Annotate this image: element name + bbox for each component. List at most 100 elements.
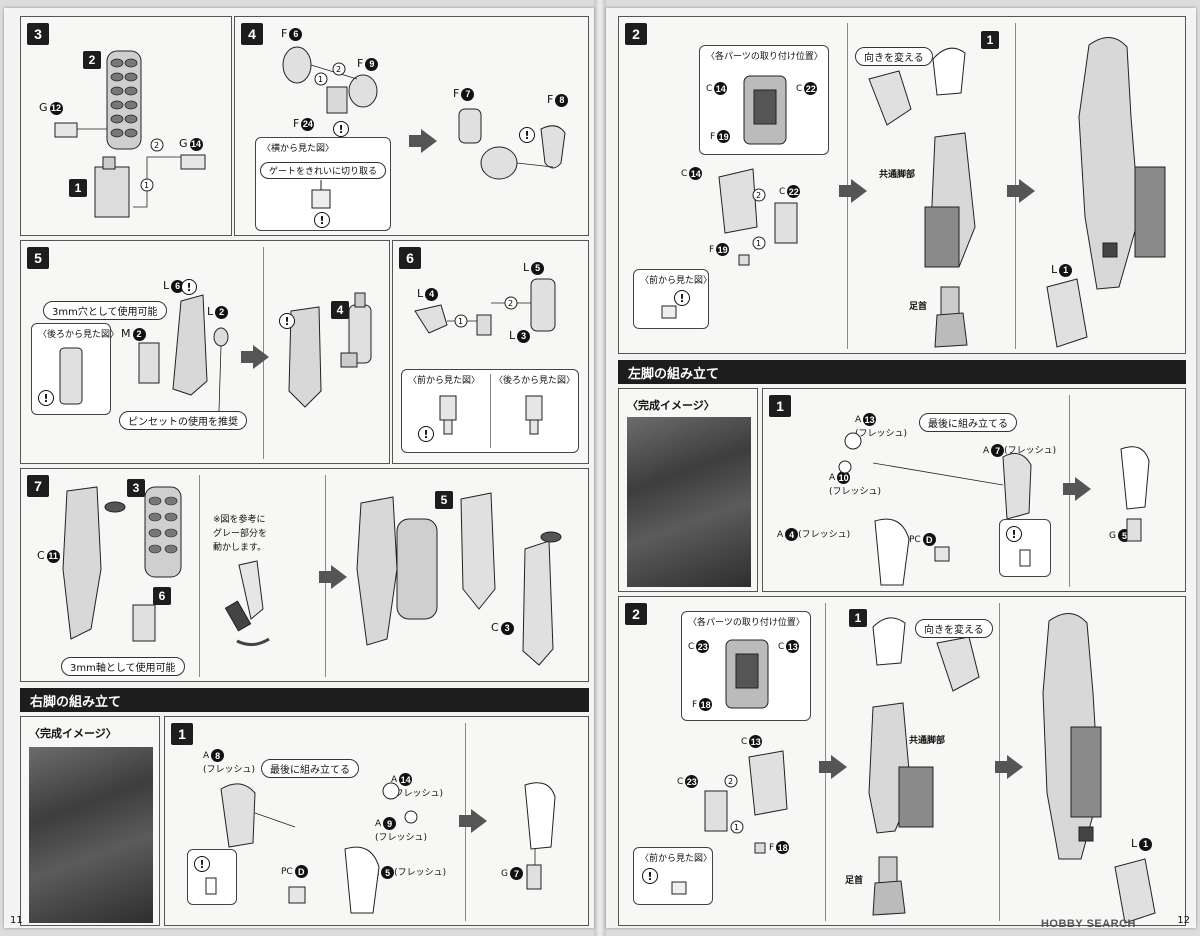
- caution-icon: !: [1006, 526, 1022, 542]
- svg-text:1: 1: [756, 239, 761, 248]
- step-badge: 7: [27, 475, 49, 497]
- right-leg-image-panel: 〈完成イメージ〉: [20, 716, 160, 926]
- next-arrow: [819, 755, 847, 779]
- caution-icon: !: [519, 127, 535, 143]
- note-line: グレー部分を: [213, 529, 268, 539]
- svg-text:1: 1: [458, 317, 463, 326]
- assemble-last-note: 最後に組み立てる: [919, 413, 1017, 432]
- inset-title: 〈横から見た図〉: [262, 144, 335, 154]
- step-badge: 1: [769, 395, 791, 417]
- upper-illustration: 2 1: [718, 37, 1166, 348]
- side-view-drawing: [311, 180, 331, 209]
- back-view-inset: 〈後ろから見た図〉 !: [31, 323, 119, 415]
- part-badge: 4: [331, 301, 349, 319]
- note-line: ※図を参考に: [213, 515, 266, 525]
- step-badge: 1: [171, 723, 193, 745]
- step-4-illustration: 1 2: [282, 46, 566, 180]
- svg-text:1: 1: [318, 75, 323, 84]
- views-inset: 〈前から見た図〉 〈後ろから見た図〉 !: [401, 369, 579, 453]
- inset-title: 〈前から見た図〉: [640, 854, 713, 864]
- front-view-drawing: [661, 305, 677, 319]
- caution-icon: !: [418, 426, 434, 442]
- ankle-label: 足首: [909, 302, 928, 312]
- step-7-illustration: [62, 486, 562, 666]
- next-arrow: [459, 809, 487, 833]
- step-badge: 6: [399, 247, 421, 269]
- inset-title: 〈後ろから見た図〉: [38, 330, 120, 340]
- part-badge: 5: [435, 491, 453, 509]
- common-leg-label: 共通脚部: [879, 170, 916, 180]
- step-5-illustration: [138, 292, 372, 412]
- svg-text:1: 1: [144, 181, 149, 190]
- finished-leg-photo: [29, 747, 153, 923]
- gray-part-note: ※図を参考に グレー部分を 動かします。: [213, 513, 267, 555]
- turn-note: 向きを変える: [915, 619, 993, 638]
- next-arrow: [241, 345, 269, 369]
- part-badge: 3: [127, 479, 145, 497]
- page-number: 11: [10, 915, 23, 926]
- front-view-inset: 〈前から見た図〉 !: [633, 269, 713, 329]
- caution-icon: !: [333, 121, 349, 137]
- back-view-drawing: [59, 347, 83, 405]
- attach-drawing: [725, 639, 769, 709]
- part-badge: 1: [849, 609, 867, 627]
- attach-drawing: [743, 75, 787, 145]
- part-badge: 2: [83, 51, 101, 69]
- views-drawing: [439, 395, 543, 435]
- finished-leg-photo: [627, 417, 751, 587]
- right-leg-section-bar: 右脚の組み立て: [20, 688, 589, 712]
- step-badge: 5: [27, 247, 49, 269]
- svg-text:2: 2: [154, 141, 159, 150]
- hole-note: 3mm穴として使用可能: [43, 301, 167, 320]
- svg-text:2: 2: [508, 299, 513, 308]
- book-gutter: [594, 0, 606, 936]
- inset-title: 〈前から見た図〉: [640, 276, 713, 286]
- image-title: 〈完成イメージ〉: [29, 727, 117, 740]
- next-arrow: [1063, 477, 1091, 501]
- note-line: 動かします。: [213, 543, 267, 553]
- caution-icon: !: [674, 290, 690, 306]
- watermark-text: HOBBY SEARCH: [1040, 918, 1136, 930]
- divider: [490, 374, 491, 448]
- tweezers-note: ピンセットの使用を推奨: [119, 411, 247, 430]
- next-arrow: [409, 129, 437, 153]
- common-leg-label: 共通脚部: [909, 736, 946, 746]
- side-view-inset: 〈横から見た図〉 ゲートをきれいに切り取る !: [255, 137, 391, 231]
- step-badge: 4: [241, 23, 263, 45]
- detail-inset: !: [187, 849, 237, 905]
- back-view-title: 〈後ろから見た図〉: [494, 376, 576, 386]
- image-title: 〈完成イメージ〉: [627, 399, 715, 412]
- svg-text:2: 2: [336, 65, 341, 74]
- detail-drawing: [1019, 549, 1031, 567]
- step-badge: 2: [625, 23, 647, 45]
